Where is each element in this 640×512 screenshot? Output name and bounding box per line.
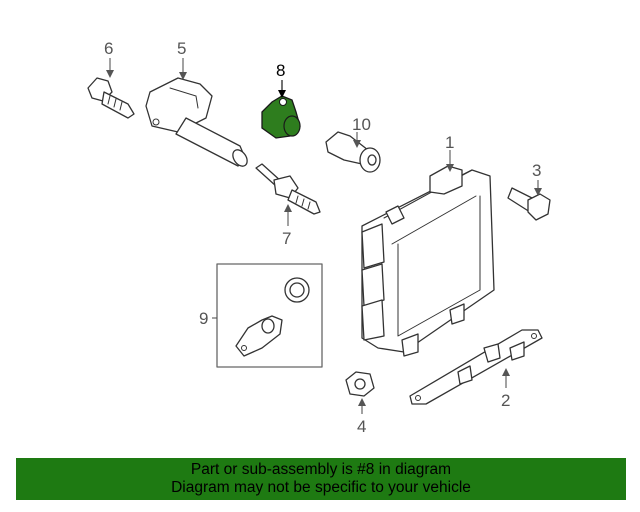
part-5-ignition-coil[interactable] bbox=[145, 77, 250, 169]
callout-8[interactable]: 8 bbox=[276, 61, 285, 80]
part-3-bolt[interactable] bbox=[507, 187, 551, 221]
arrow-1 bbox=[446, 164, 454, 172]
callout-3[interactable]: 3 bbox=[532, 161, 541, 180]
arrow-7 bbox=[284, 204, 292, 212]
part-2-bracket[interactable] bbox=[409, 329, 543, 405]
banner-line-1: Part or sub-assembly is #8 in diagram bbox=[190, 461, 452, 478]
callout-7[interactable]: 7 bbox=[282, 229, 291, 248]
arrow-3 bbox=[534, 188, 542, 196]
callout-4[interactable]: 4 bbox=[357, 417, 366, 436]
callout-1[interactable]: 1 bbox=[445, 133, 454, 152]
callout-9[interactable]: 9 bbox=[199, 309, 208, 328]
part-9-kit[interactable] bbox=[216, 263, 323, 368]
part-1-ecu[interactable] bbox=[361, 165, 495, 357]
arrow-10 bbox=[353, 140, 361, 148]
banner-line-2: Diagram may not be specific to your vehi… bbox=[171, 479, 471, 496]
part-10-knock-sensor[interactable] bbox=[325, 131, 381, 173]
part-6-bolt[interactable] bbox=[87, 77, 135, 119]
arrow-6 bbox=[106, 70, 114, 78]
callout-10[interactable]: 10 bbox=[352, 115, 371, 134]
parts-diagram: 6 5 8 10 7 bbox=[87, 39, 551, 436]
callout-5[interactable]: 5 bbox=[177, 39, 186, 58]
arrow-4 bbox=[358, 398, 366, 406]
arrow-2 bbox=[502, 368, 510, 376]
part-8-sensor-highlighted[interactable] bbox=[261, 95, 301, 139]
part-7-spark-plug[interactable] bbox=[255, 163, 321, 215]
callout-6[interactable]: 6 bbox=[104, 39, 113, 58]
arrow-5 bbox=[179, 72, 187, 80]
info-banner: Part or sub-assembly is #8 in diagram Di… bbox=[16, 458, 626, 500]
callout-2[interactable]: 2 bbox=[501, 391, 510, 410]
arrow-8 bbox=[278, 90, 286, 98]
part-4-nut[interactable] bbox=[345, 371, 375, 397]
